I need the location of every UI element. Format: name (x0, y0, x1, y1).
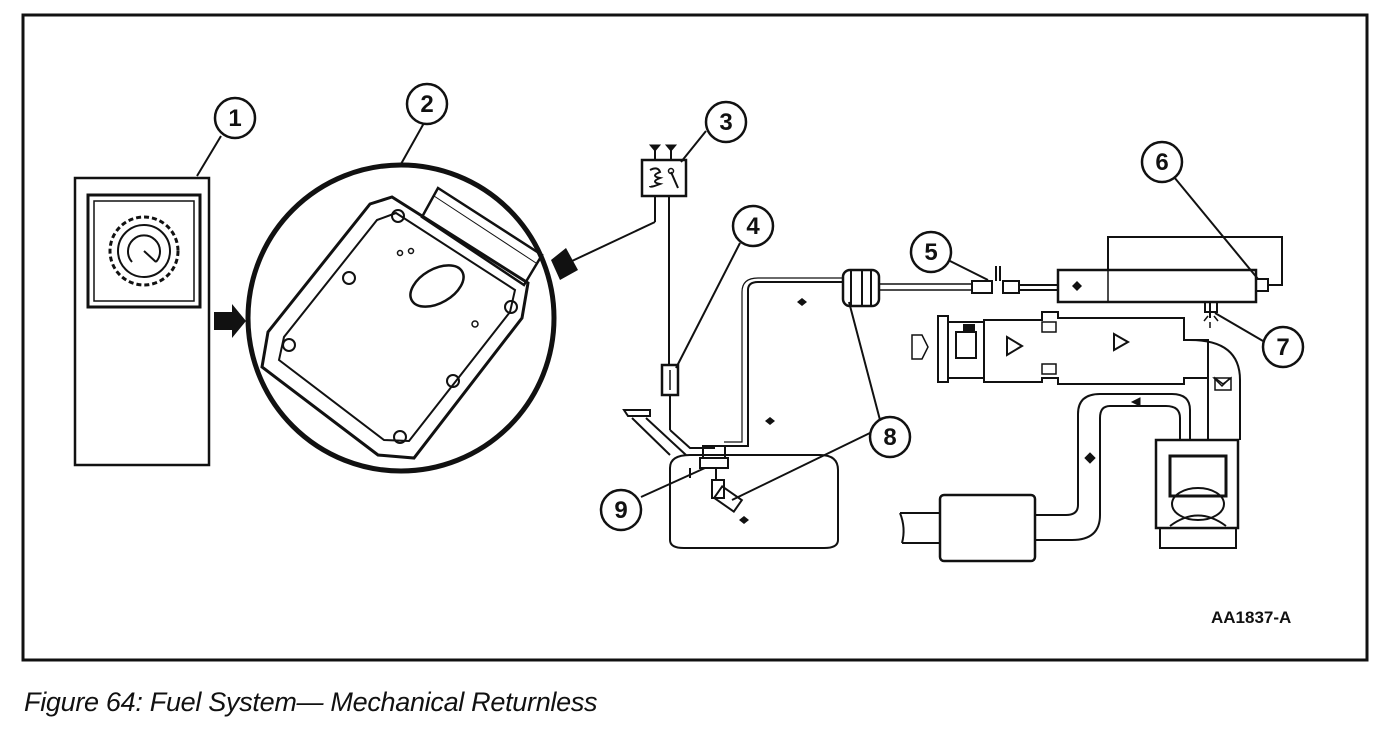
leader-1 (196, 135, 222, 177)
callout-1-circle (213, 96, 257, 140)
fuel-pump-relay (640, 144, 688, 222)
leader-4 (675, 242, 741, 369)
engine-and-exhaust (899, 339, 1241, 563)
callout-3: 3 (719, 109, 732, 136)
callout-2: 2 (420, 91, 433, 118)
leader-5 (949, 260, 989, 281)
leader-7 (1214, 312, 1264, 342)
callout-7: 7 (1276, 334, 1289, 361)
control-module-magnified (245, 162, 557, 474)
leader-9 (640, 467, 706, 498)
callout-1: 1 (228, 105, 241, 132)
callout-4-circle (731, 204, 775, 248)
leader-2 (400, 122, 425, 165)
inertia-switch (660, 363, 680, 397)
callout-4: 4 (746, 213, 760, 240)
callout-9-circle (599, 488, 643, 532)
callout-8-circle (868, 415, 912, 459)
pressure-test-fitting (971, 266, 1058, 294)
leader-8-pump (731, 431, 873, 501)
arrow-supply-up (765, 417, 775, 425)
fuel-tank (622, 409, 839, 549)
arrow-supply-right (797, 298, 807, 306)
callout-5: 5 (924, 239, 937, 266)
callout-6-circle (1140, 140, 1184, 184)
figure-code: AA1837-A (1211, 608, 1291, 627)
callout-5-circle (909, 230, 953, 274)
callout-3-circle (704, 100, 748, 144)
inertia-switch-panel (73, 176, 211, 467)
arrow-tank (739, 516, 749, 524)
callout-9: 9 (614, 497, 627, 524)
arrow-rail (1072, 281, 1082, 291)
air-intake (911, 311, 1209, 385)
figure-frame (21, 13, 1369, 662)
callout-6: 6 (1155, 149, 1168, 176)
leader-8-filter (848, 301, 881, 421)
leader-3 (680, 130, 707, 163)
figure-caption: Figure 64: Fuel System— Mechanical Retur… (24, 687, 598, 717)
fuel-filter (841, 268, 881, 308)
arrow-engine (1212, 377, 1232, 388)
callout-7-circle (1261, 325, 1305, 369)
arrow-module-to-relay (551, 221, 656, 280)
leader-6 (1173, 176, 1259, 280)
callout-2-circle (405, 82, 449, 126)
arrow-panel-to-module (214, 304, 246, 338)
fuel-rail (1056, 236, 1283, 318)
callout-8: 8 (883, 424, 896, 451)
